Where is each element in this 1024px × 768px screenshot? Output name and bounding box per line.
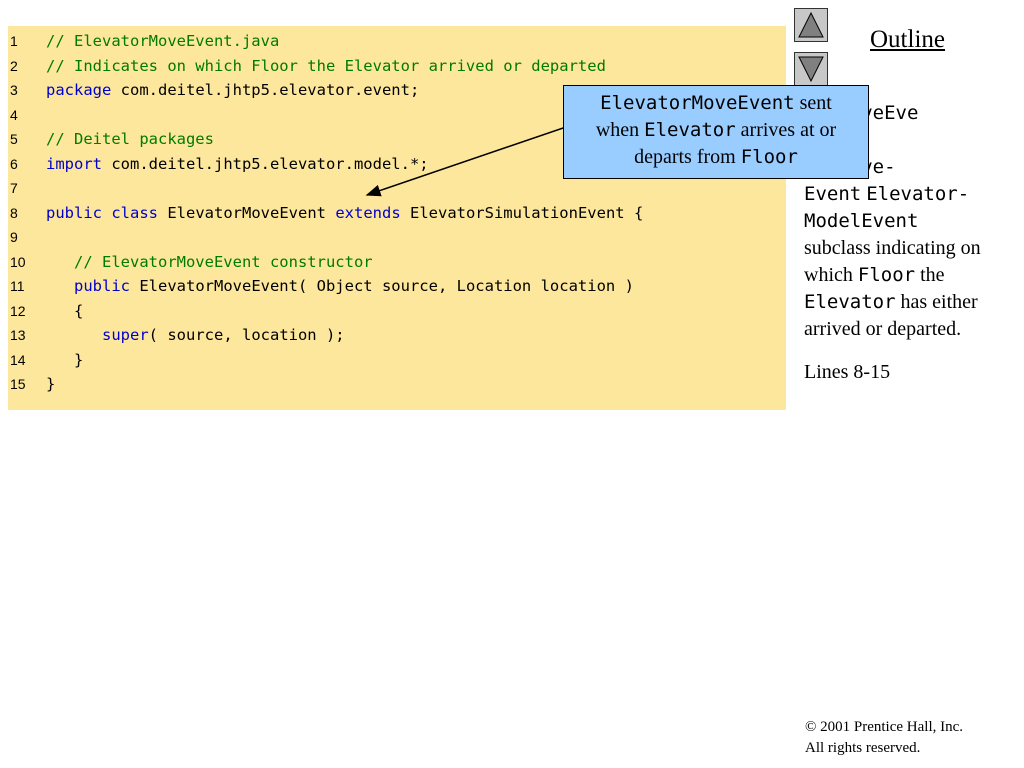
sidebar-line: arrived or departed.: [804, 318, 962, 340]
code-text: [102, 204, 111, 222]
line-number: 14: [10, 351, 26, 368]
sidebar-text: the: [915, 264, 945, 286]
code-line: 14 }: [8, 349, 786, 371]
line-code: // ElevatorMoveEvent constructor: [46, 251, 373, 273]
triangle-up-icon: [798, 11, 824, 38]
code-text: ElevatorSimulationEvent {: [400, 203, 644, 222]
code-line: 1 // ElevatorMoveEvent.java: [8, 30, 786, 52]
line-reference: Lines 8-15: [804, 361, 891, 383]
callout-line: departs from Floor: [564, 144, 868, 171]
callout-text: arrives at or: [735, 119, 837, 141]
triangle-down-icon: [798, 56, 824, 83]
code-line: 10 // ElevatorMoveEvent constructor: [8, 251, 786, 273]
line-code: import com.deitel.jhtp5.elevator.model.*…: [46, 153, 429, 175]
code-keyword: package: [46, 81, 112, 99]
line-code: public ElevatorMoveEvent( Object source,…: [46, 275, 634, 297]
sidebar-code-text: Floor: [857, 264, 916, 286]
code-line: 9: [8, 226, 786, 248]
callout-code-text: Elevator: [644, 119, 736, 141]
line-number: 9: [10, 229, 18, 245]
line-number: 8: [10, 204, 18, 221]
sidebar-line: subclass indicating on: [804, 237, 981, 259]
copyright-text: © 2001 Prentice Hall, Inc.: [805, 719, 964, 735]
sidebar-line: ModelEvent: [804, 210, 919, 232]
code-line: 6 import com.deitel.jhtp5.elevator.model.…: [8, 153, 786, 175]
sidebar-text: which: [804, 264, 858, 286]
code-keyword: extends: [335, 203, 401, 222]
code-comment: // ElevatorMoveEvent constructor: [46, 252, 373, 271]
line-number: 15: [10, 376, 26, 392]
callout-line: ElevatorMoveEvent sent: [564, 90, 868, 117]
sidebar-text: has either: [895, 291, 978, 313]
line-number: 13: [10, 327, 26, 343]
code-line: 5 // Deitel packages: [8, 128, 786, 150]
rights-text: All rights reserved.: [805, 740, 921, 756]
code-text: {: [46, 301, 84, 320]
code-line: 11 public ElevatorMoveEvent( Object sour…: [8, 275, 786, 297]
callout-box: ElevatorMoveEvent sent when Elevator arr…: [563, 85, 869, 179]
line-code: package com.deitel.jhtp5.elevator.event;: [46, 79, 419, 101]
next-slide-button[interactable]: [794, 52, 828, 86]
code-line: 2 // Indicates on which Floor the Elevato…: [8, 55, 786, 77]
line-number: 10: [10, 253, 26, 270]
callout-text: when: [595, 119, 645, 141]
line-number: 3: [10, 82, 18, 98]
sidebar-code-text: Elevator: [804, 291, 896, 313]
callout-text: sent: [794, 92, 832, 114]
code-text: ElevatorMoveEvent: [158, 203, 336, 222]
code-text: ( source, location );: [148, 326, 345, 344]
outline-link[interactable]: Outline: [870, 26, 945, 53]
sidebar-line: Event Elevator-: [804, 181, 1019, 208]
line-number: 2: [10, 57, 18, 74]
code-line: 4: [8, 104, 786, 126]
callout-text: departs from: [634, 146, 741, 168]
code-panel: 1 // ElevatorMoveEvent.java 2 // Indicates …: [8, 26, 786, 410]
code-text: [46, 326, 102, 344]
line-number: 12: [10, 302, 26, 319]
callout-code-text: Floor: [740, 146, 798, 168]
code-text: [46, 277, 74, 295]
line-number: 7: [10, 180, 18, 196]
code-comment: // ElevatorMoveEvent.java: [46, 32, 280, 50]
code-comment: // Deitel packages: [46, 130, 214, 148]
previous-slide-button[interactable]: [794, 8, 828, 42]
code-comment: // Indicates on which Floor the Elevator…: [46, 56, 606, 75]
code-line: 7: [8, 177, 786, 199]
code-text: com.deitel.jhtp5.elevator.event;: [111, 81, 420, 99]
code-keyword: public: [74, 277, 130, 295]
line-code: // ElevatorMoveEvent.java: [46, 30, 279, 52]
line-code: }: [46, 349, 83, 371]
code-line: 13 super( source, location );: [8, 324, 786, 346]
copyright-footer: © 2001 Prentice Hall, Inc. All rights re…: [805, 717, 963, 759]
line-code: {: [46, 300, 83, 322]
line-number: 6: [10, 155, 18, 172]
line-code: public class ElevatorMoveEvent extends E…: [46, 202, 643, 224]
sidebar-line: which Floor the: [804, 262, 1019, 289]
code-keyword: class: [111, 203, 159, 222]
line-code: // Deitel packages: [46, 128, 214, 150]
callout-code-text: ElevatorMoveEvent: [600, 92, 795, 114]
code-text: com.deitel.jhtp5.elevator.model.*;: [102, 154, 429, 173]
line-number: 4: [10, 106, 18, 123]
line-number: 11: [10, 278, 25, 294]
code-text: }: [46, 375, 56, 393]
sidebar-code-text: Event: [804, 183, 862, 205]
code-line: 15}: [8, 373, 786, 395]
line-number: 1: [10, 33, 18, 49]
code-keyword: import: [46, 154, 102, 173]
sidebar-code-text: Elevator-: [866, 183, 970, 205]
line-code: super( source, location );: [46, 324, 345, 346]
code-text: ElevatorMoveEvent( Object source, Locati…: [130, 277, 634, 295]
sidebar-line: Elevator has either: [804, 289, 1019, 316]
code-text: }: [46, 350, 84, 369]
line-code: }: [46, 373, 55, 395]
code-keyword: super: [102, 326, 149, 344]
callout-line: when Elevator arrives at or: [564, 117, 868, 144]
code-line: 8 public class ElevatorMoveEvent extends …: [8, 202, 786, 224]
code-line: 12 {: [8, 300, 786, 322]
line-number: 5: [10, 131, 18, 147]
line-code: // Indicates on which Floor the Elevator…: [46, 55, 606, 77]
code-line: 3 package com.deitel.jhtp5.elevator.event…: [8, 79, 786, 101]
code-keyword: public: [46, 203, 102, 222]
